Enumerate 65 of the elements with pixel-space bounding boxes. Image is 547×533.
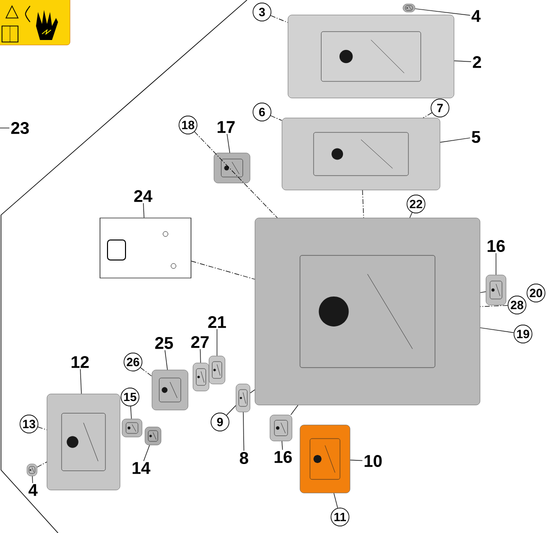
callout-number: 21 xyxy=(208,316,226,328)
cover-drawing xyxy=(46,394,120,490)
leader-line xyxy=(226,134,230,154)
callout-number: 16 xyxy=(274,451,292,463)
housing-drawing xyxy=(254,218,480,406)
leader-line xyxy=(414,8,470,16)
leader-line xyxy=(270,15,288,23)
callout-number: 4 xyxy=(28,484,38,496)
callout-number: 23 xyxy=(11,122,29,134)
leader-line xyxy=(440,138,470,143)
callout-number: 25 xyxy=(155,337,173,349)
leader-line xyxy=(140,367,152,377)
actuator-drawing xyxy=(214,152,250,184)
leader-line xyxy=(362,190,364,218)
callout-number: 17 xyxy=(218,121,235,133)
ring-drawing xyxy=(192,362,210,392)
leader-line xyxy=(191,260,256,280)
leader-line xyxy=(350,460,363,461)
module-drawing xyxy=(282,118,440,190)
leader-line xyxy=(143,202,144,218)
leader-line xyxy=(242,412,244,452)
cover-drawing xyxy=(288,14,454,98)
leader-line xyxy=(290,404,298,416)
callout-number: 24 xyxy=(134,190,152,202)
leader-line xyxy=(36,462,48,468)
callout-number: 16 xyxy=(488,240,505,252)
gasket-kit-box xyxy=(100,218,192,278)
leader-line xyxy=(194,131,278,218)
plug-drawing xyxy=(26,464,38,476)
leader-line xyxy=(422,112,432,118)
leader-line xyxy=(250,389,256,394)
oil-pipe-drawing xyxy=(300,424,350,494)
callout-number: 12 xyxy=(72,356,89,368)
leader-line xyxy=(270,115,282,121)
leader-line xyxy=(32,476,33,484)
leader-line xyxy=(409,212,412,218)
leader-line xyxy=(164,350,168,370)
seal-drawing xyxy=(486,274,506,306)
seal-drawing xyxy=(270,414,292,442)
sensor-drawing xyxy=(122,418,142,438)
plug-drawing xyxy=(402,4,416,12)
callout-number: 4 xyxy=(472,10,481,22)
ring-drawing xyxy=(208,356,226,384)
callout-number: 27 xyxy=(191,336,209,348)
leader-line xyxy=(143,444,150,462)
leader-line xyxy=(334,492,338,508)
pump-drawing xyxy=(152,370,188,410)
leader-line xyxy=(480,327,514,333)
leader-line xyxy=(454,60,472,62)
leader-line xyxy=(282,440,283,450)
callout-number: 8 xyxy=(240,452,248,464)
leader-line xyxy=(130,406,132,420)
leader-line xyxy=(38,426,48,430)
leader-line xyxy=(216,328,218,356)
bracket-drawing xyxy=(236,384,250,412)
leader-line xyxy=(200,348,201,364)
callout-number: 14 xyxy=(132,462,150,474)
leader-line xyxy=(226,405,236,416)
leader-line xyxy=(480,291,486,293)
leader-line xyxy=(80,368,82,394)
callout-number: 2 xyxy=(472,56,482,68)
leader-line xyxy=(480,305,508,307)
callout-number: 10 xyxy=(364,455,382,467)
callout-number: 5 xyxy=(472,131,480,143)
connector-drawing xyxy=(144,426,162,446)
